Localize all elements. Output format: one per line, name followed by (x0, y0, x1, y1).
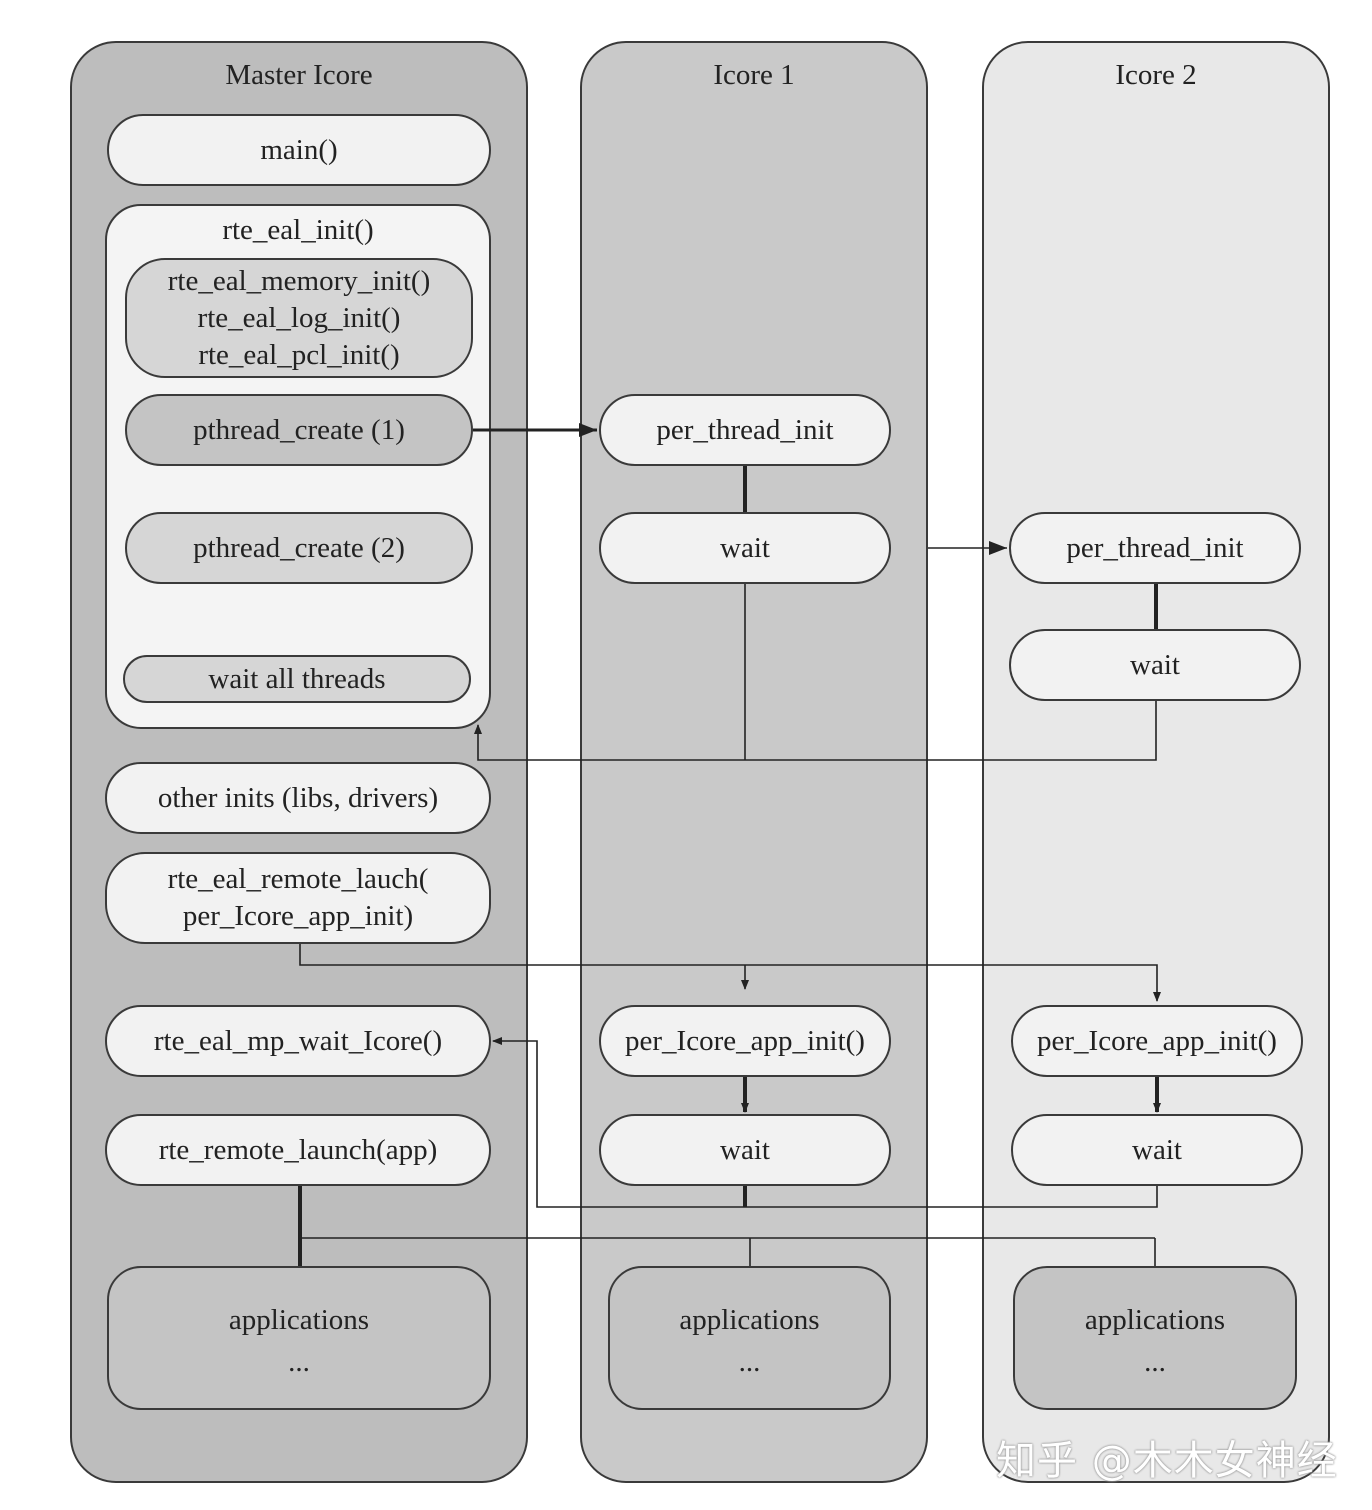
icore2-applications-dots: ... (1144, 1346, 1166, 1378)
watermark: 知乎 @木木女神经 (996, 1438, 1338, 1484)
master-applications-dots: ... (288, 1346, 310, 1378)
remote-launch-app-box: rte_remote_launch(app) (105, 1114, 491, 1186)
mp-wait-label: rte_eal_mp_wait_Icore() (153, 1024, 443, 1057)
log-init-label: rte_eal_log_init() (197, 301, 401, 334)
icore2-per-thread-init-box: per_thread_init (1009, 512, 1301, 584)
master-applications-label: applications (228, 1304, 370, 1336)
icore1-wait-2-box: wait (599, 1114, 891, 1186)
master-icore-title: Master Icore (225, 59, 373, 91)
remote-launch-app-label: rte_remote_launch(app) (158, 1133, 438, 1166)
wait-all-threads-label: wait all threads (208, 662, 386, 695)
remote-launch-line-1: rte_eal_remote_lauch( (167, 863, 429, 895)
icore-2-title: Icore 2 (1115, 59, 1197, 91)
icore1-app-init-label: per_Icore_app_init() (625, 1024, 865, 1057)
icore-1-column: Icore 1 (580, 41, 928, 1483)
other-inits-label: other inits (libs, drivers) (157, 781, 439, 814)
remote-launch-line-2: per_Icore_app_init) (182, 900, 414, 932)
icore1-wait-2-label: wait (720, 1133, 770, 1166)
icore1-wait-1-label: wait (720, 531, 770, 564)
pcl-init-label: rte_eal_pcl_init() (198, 338, 400, 371)
icore2-app-init-box: per_Icore_app_init() (1011, 1005, 1303, 1077)
icore2-app-init-label: per_Icore_app_init() (1037, 1024, 1277, 1057)
icore1-per-thread-init-box: per_thread_init (599, 394, 891, 466)
icore1-applications-label: applications (679, 1304, 820, 1336)
icore1-applications-box: applications ... (608, 1266, 891, 1410)
pthread-create-1-box: pthread_create (1) (125, 394, 473, 466)
main-label: main() (260, 133, 338, 166)
icore2-applications-label: applications (1084, 1304, 1226, 1336)
pthread-create-2-box: pthread_create (2) (125, 512, 473, 584)
mp-wait-box: rte_eal_mp_wait_Icore() (105, 1005, 491, 1077)
icore1-per-thread-init-label: per_thread_init (656, 413, 834, 446)
icore2-wait-1-label: wait (1130, 648, 1180, 681)
icore1-wait-1-box: wait (599, 512, 891, 584)
memory-init-label: rte_eal_memory_init() (167, 264, 431, 297)
icore1-applications-dots: ... (738, 1346, 761, 1378)
master-applications-box: applications ... (107, 1266, 491, 1410)
icore2-wait-1-box: wait (1009, 629, 1301, 701)
eal-subinits-box: rte_eal_memory_init() rte_eal_log_init()… (125, 258, 473, 378)
icore2-wait-2-box: wait (1011, 1114, 1303, 1186)
icore2-wait-2-label: wait (1132, 1133, 1182, 1166)
pthread-create-2-label: pthread_create (2) (193, 531, 405, 564)
wait-all-threads-box: wait all threads (123, 655, 471, 703)
other-inits-box: other inits (libs, drivers) (105, 762, 491, 834)
icore1-app-init-box: per_Icore_app_init() (599, 1005, 891, 1077)
pthread-create-1-label: pthread_create (1) (193, 413, 405, 446)
icore2-per-thread-init-label: per_thread_init (1066, 531, 1244, 564)
icore2-applications-box: applications ... (1013, 1266, 1297, 1410)
icore-2-column: Icore 2 (982, 41, 1330, 1483)
remote-launch-box: rte_eal_remote_lauch( per_Icore_app_init… (105, 852, 491, 944)
main-box: main() (107, 114, 491, 186)
icore-1-title: Icore 1 (713, 59, 795, 91)
rte-eal-init-title: rte_eal_init() (222, 214, 374, 246)
